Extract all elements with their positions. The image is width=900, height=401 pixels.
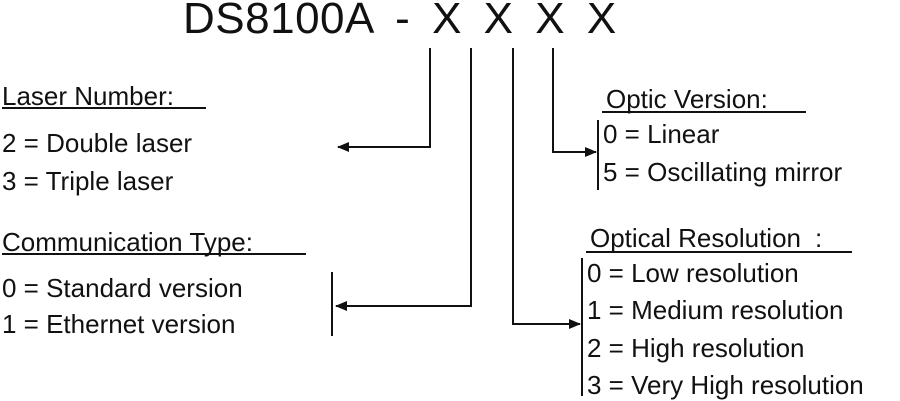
communication-type-heading: Communication Type: (2, 227, 253, 257)
communication-type-connector (335, 48, 472, 311)
model-code-title: DS8100A - X X X X (183, 0, 617, 44)
placeholder-communication-type: X (483, 0, 514, 43)
optical-resolution-heading-colon: : (815, 223, 823, 253)
laser-number-heading: Laser Number: (2, 81, 174, 111)
optic-version-connector (552, 48, 597, 157)
placeholder-optical-resolution: X (535, 0, 566, 43)
communication-type-option: 0 = Standard version (2, 273, 243, 303)
optical-resolution-option: 1 = Medium resolution (587, 295, 844, 325)
optical-resolution-heading-text: Optical Resolution (590, 223, 801, 253)
laser-number-connector (337, 48, 431, 152)
communication-type-option: 1 = Ethernet version (2, 309, 236, 339)
optic-version-option: 5 = Oscillating mirror (603, 157, 843, 187)
laser-number-option: 2 = Double laser (2, 128, 193, 158)
laser-number-option: 3 = Triple laser (2, 166, 174, 196)
optical-resolution-option: 0 = Low resolution (587, 258, 799, 288)
placeholder-laser-number: X (432, 0, 462, 43)
optical-resolution-connector (512, 48, 581, 329)
model-name: DS8100A (183, 0, 373, 43)
optical-resolution-option: 2 = High resolution (587, 333, 805, 363)
optic-version-heading: Optic Version: (606, 84, 768, 114)
optical-resolution-option: 3 = Very High resolution (587, 370, 864, 400)
optic-version-option: 0 = Linear (603, 119, 720, 149)
placeholder-optic-version: X (586, 0, 617, 43)
model-separator: - (395, 0, 411, 43)
optical-resolution-heading: Optical Resolution: (590, 225, 822, 251)
